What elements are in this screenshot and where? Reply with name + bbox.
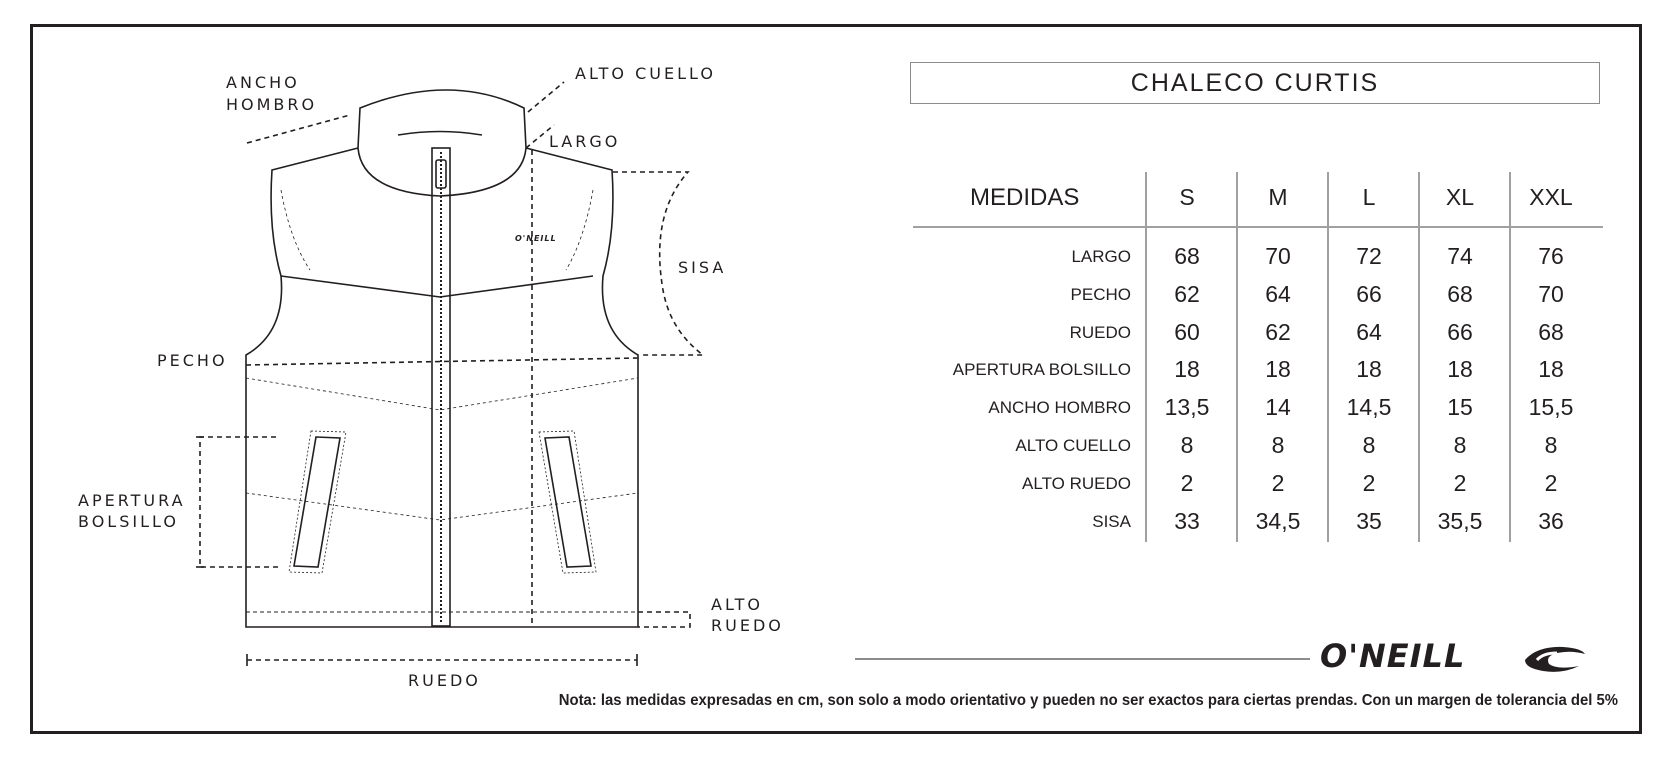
right-pocket [544,436,592,568]
table-cell: 18 [1174,356,1200,383]
table-cell: 36 [1538,507,1564,534]
apertura-guide [199,436,282,568]
apertura-bolsillo-label-2: BOLSILLO [78,512,179,531]
table-cell: 64 [1356,318,1382,345]
table-cell: 14 [1265,394,1291,421]
table-cell: 76 [1538,243,1564,269]
table-cell: 68 [1174,243,1200,269]
pecho-guide [245,357,639,366]
table-header-rule [913,226,1603,228]
table-cell: 18 [1447,356,1473,383]
brand-logo-text: O'NEILL [1320,637,1466,675]
table-cell: 62 [1174,280,1200,307]
table-cell: 66 [1356,280,1382,307]
size-m: M [1268,184,1288,210]
table-cell: 33 [1174,507,1200,534]
table-cell: 8 [1362,432,1376,458]
sisa-label: SISA [678,258,727,277]
alto-ruedo-label-2: RUEDO [711,616,784,635]
left-pocket [293,436,341,568]
row-label: LARGO [1071,247,1131,266]
column-divider [1418,172,1420,542]
row-label: SISA [1092,511,1131,531]
table-cell: 70 [1265,243,1291,269]
ancho-hombro-label: ANCHO [226,73,300,92]
vest-outline [245,147,639,628]
product-title: CHALECO CURTIS [910,62,1600,104]
table-cell: 8 [1180,432,1194,458]
table-cell: 66 [1447,318,1473,345]
wave-logo-icon [1525,646,1585,672]
row-label: ANCHO HOMBRO [988,398,1131,418]
ruedo-label: RUEDO [408,671,481,690]
table-cell: 2 [1544,469,1558,496]
table-cell: 64 [1265,280,1291,307]
ancho-hombro-guide [246,114,351,144]
table-cell: 72 [1356,243,1382,269]
table-cell: 74 [1447,243,1473,269]
table-cell: 35,5 [1437,507,1483,534]
ancho-hombro-label-2: HOMBRO [226,95,318,114]
brand-rule [855,658,1310,660]
column-divider [1327,172,1329,542]
alto-ruedo-guide [638,611,691,628]
table-cell: 8 [1271,432,1285,458]
row-label: ALTO CUELLO [1015,436,1131,455]
table-cell: 18 [1265,356,1291,383]
table-cell: 8 [1544,432,1558,458]
table-cell: 68 [1538,318,1564,345]
row-label: APERTURA BOLSILLO [952,360,1131,380]
size-xxl: XXL [1529,184,1573,210]
table-cell: 62 [1265,318,1291,345]
size-chart-frame [30,24,1642,734]
table-cell: 2 [1453,469,1467,496]
column-divider [1236,172,1238,542]
table-cell: 18 [1356,356,1382,383]
sisa-guide [613,171,706,356]
table-cell: 2 [1180,469,1194,496]
size-xl: XL [1445,184,1475,210]
alto-cuello-label: ALTO CUELLO [575,64,716,83]
table-cell: 14,5 [1346,394,1392,421]
row-label: RUEDO [1069,322,1131,342]
table-header-medidas: MEDIDAS [970,184,1080,211]
vest-collar [357,89,527,197]
table-cell: 2 [1271,469,1285,496]
table-cell: 68 [1447,280,1473,307]
largo-label: LARGO [549,132,621,151]
column-divider [1145,172,1147,542]
apertura-bolsillo-label: APERTURA [78,491,186,510]
row-label: PECHO [1070,284,1131,304]
table-cell: 13,5 [1164,394,1210,421]
size-s: S [1179,184,1195,210]
pecho-label: PECHO [157,351,228,370]
chest-logo: O'NEILL [515,234,557,243]
table-cell: 15,5 [1528,394,1574,421]
table-cell: 60 [1174,318,1200,345]
table-cell: 15 [1447,394,1473,421]
table-cell: 35 [1356,507,1382,534]
table-cell: 8 [1453,432,1467,458]
column-divider [1509,172,1511,542]
size-l: L [1362,184,1376,210]
zipper [431,147,451,627]
alto-ruedo-label: ALTO [711,595,764,614]
table-cell: 34,5 [1255,507,1301,534]
alto-cuello-guide [527,81,565,113]
table-cell: 2 [1362,469,1376,496]
table-cell: 70 [1538,280,1564,307]
table-cell: 18 [1538,356,1564,383]
row-label: ALTO RUEDO [1022,473,1131,493]
disclaimer-note: Nota: las medidas expresadas en cm, son … [558,692,1618,709]
